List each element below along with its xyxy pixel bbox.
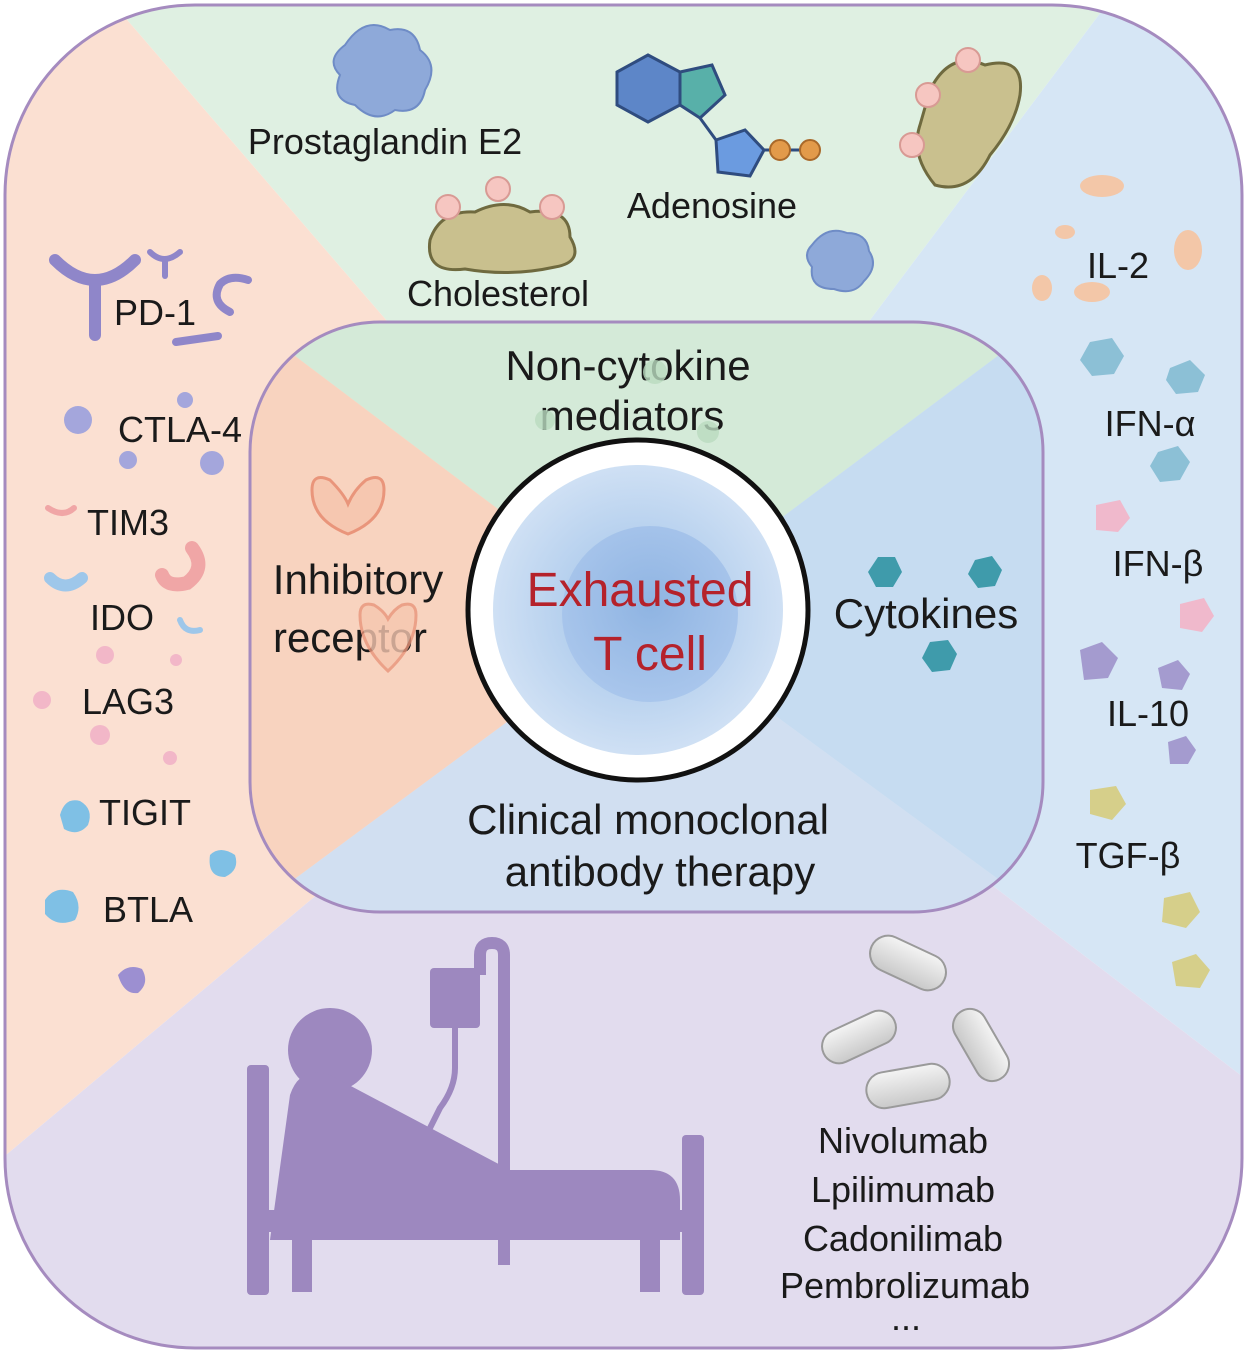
item-tigit: TIGIT — [99, 792, 191, 833]
inner-label-left-line1: Inhibitory — [273, 556, 443, 603]
protein-blob-icon — [806, 229, 874, 293]
left-quadrant: PD-1 CTLA-4 TIM3 IDO LAG3 TIGIT BTLA — [33, 249, 252, 994]
top-quadrant: Prostaglandin E2 Adenosine Cholesterol — [248, 24, 1023, 314]
hospital-bed-patient-icon — [247, 936, 704, 1295]
cytokine-hexagon-icon — [868, 557, 902, 587]
item-prostaglandin-e2: Prostaglandin E2 — [248, 121, 522, 162]
item-ctla-4: CTLA-4 — [118, 409, 242, 450]
inner-left-bg — [250, 322, 645, 912]
cell-nucleus — [562, 526, 738, 702]
inner-label-top-line2: mediators — [540, 392, 724, 439]
item-ifn-beta: IFN-β — [1113, 543, 1204, 584]
item-lag3: LAG3 — [82, 681, 174, 722]
inhibitory-receptor-icon — [310, 476, 386, 536]
inner-label-top-line1: Non-cytokine — [505, 342, 750, 389]
protein-blob-icon — [332, 24, 433, 118]
center-title-line1: Exhausted — [527, 564, 754, 617]
item-il-10: IL-10 — [1107, 693, 1189, 734]
lipid-raft-icon — [899, 47, 1023, 189]
receptor-y-icon — [49, 249, 252, 346]
item-btla: BTLA — [103, 889, 193, 930]
bottom-quadrant: Nivolumab Lpilimumab Cadonilimab Pembrol… — [247, 934, 1030, 1338]
drug-lpilimumab: Lpilimumab — [811, 1169, 995, 1210]
hexagon-pentagon-molecule-icon — [615, 53, 821, 178]
item-tim3: TIM3 — [87, 502, 169, 543]
drug-pembrolizumab: Pembrolizumab — [780, 1265, 1030, 1306]
pill-capsule-icon — [821, 934, 1010, 1110]
item-cholesterol: Cholesterol — [407, 273, 589, 314]
inner-right-bg — [645, 322, 1043, 912]
drug-cadonilimab: Cadonilimab — [803, 1218, 1003, 1259]
item-ifn-alpha: IFN-α — [1105, 403, 1196, 444]
top-quadrant-bg — [110, 5, 1110, 620]
inner-label-right: Cytokines — [834, 590, 1018, 637]
right-quadrant: IL-2 IFN-α IFN-β IL-10 TGF-β — [1032, 175, 1214, 988]
inner-border — [248, 320, 1045, 914]
inner-label-bottom-line2: antibody therapy — [505, 848, 816, 895]
drug-ellipsis: ... — [891, 1297, 921, 1338]
lipid-raft-icon — [427, 176, 577, 275]
item-ido: IDO — [90, 597, 154, 638]
inner-decorations — [310, 360, 1002, 674]
drug-nivolumab: Nivolumab — [818, 1120, 988, 1161]
t-cell: Exhausted T cell — [465, 437, 811, 783]
inner-label-bottom-line1: Clinical monoclonal — [467, 796, 829, 843]
center-title-line2: T cell — [593, 628, 707, 681]
item-adenosine: Adenosine — [627, 185, 797, 226]
outer-border — [3, 3, 1244, 1350]
item-tgf-beta: TGF-β — [1076, 835, 1181, 876]
item-il-2: IL-2 — [1087, 245, 1149, 286]
item-pd-1: PD-1 — [114, 292, 196, 333]
